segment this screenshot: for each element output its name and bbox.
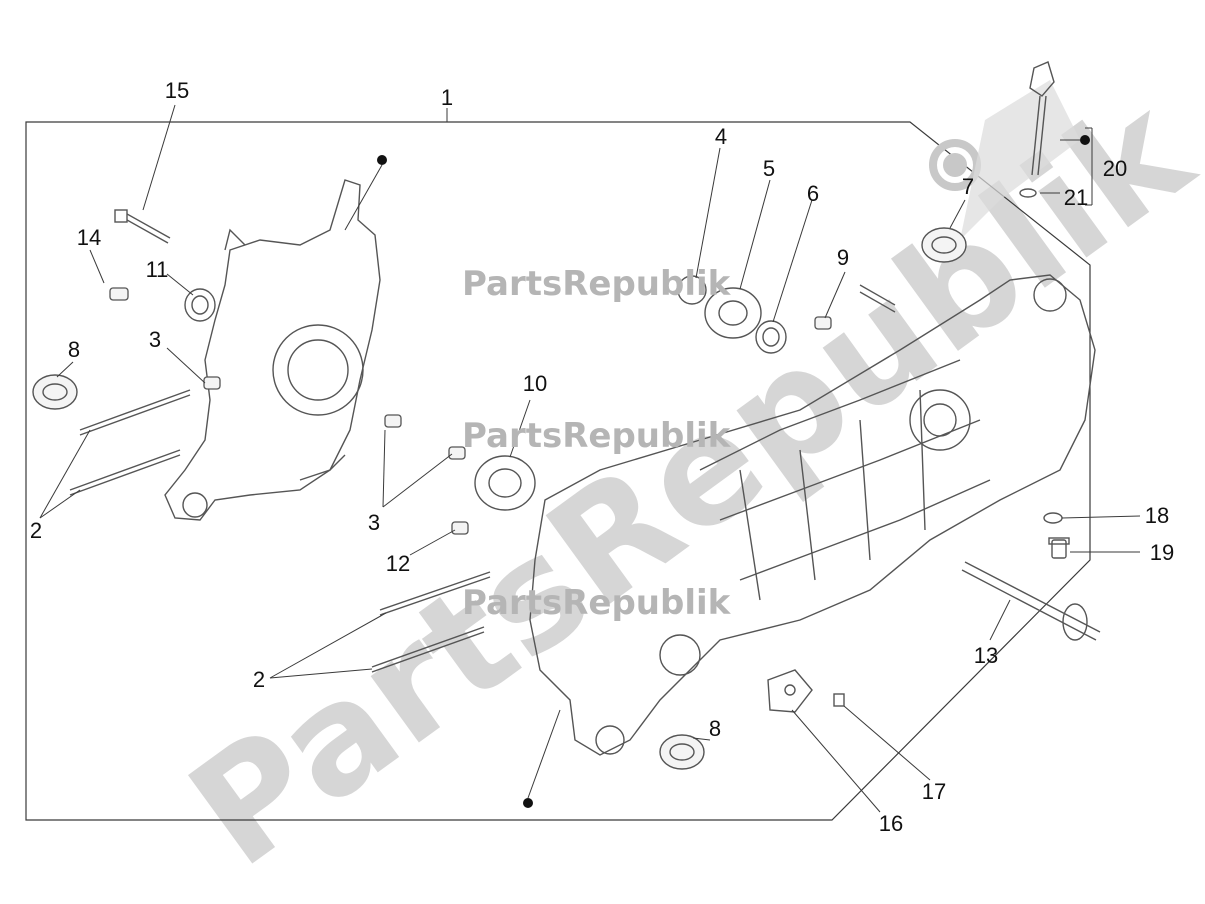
watermark-small-2: PartsRepublik (462, 416, 731, 456)
washer-and-plug (1043, 512, 1070, 559)
bracket-and-screw (767, 669, 845, 713)
callout-18: 18 (1144, 503, 1170, 528)
callout-7: 7 (961, 174, 975, 199)
right-crankcase-half (529, 274, 1096, 756)
callout-14: 14 (76, 225, 102, 250)
assembly-boundary (25, 121, 1091, 821)
callout-2-lower: 2 (252, 667, 266, 692)
dowel-pins (109, 284, 896, 535)
callout-15: 15 (164, 78, 190, 103)
callout-5: 5 (762, 156, 776, 181)
leader-lines (39, 104, 1141, 813)
callout-9: 9 (836, 245, 850, 270)
callout-13: 13 (973, 643, 999, 668)
callout-19: 19 (1149, 540, 1175, 565)
shaft-13 (961, 561, 1101, 641)
watermark-small-3: PartsRepublik (462, 583, 731, 623)
callout-8-left: 8 (67, 337, 81, 362)
callout-6: 6 (806, 181, 820, 206)
callout-12: 12 (385, 551, 411, 576)
silent-blocks (32, 227, 967, 770)
callout-8-right: 8 (708, 716, 722, 741)
marker-dots (377, 135, 1090, 808)
callout-21: 21 (1063, 185, 1089, 210)
dipstick-20 (1019, 61, 1055, 198)
callout-3-lower: 3 (367, 510, 381, 535)
callout-11: 11 (145, 257, 169, 282)
left-crankcase-half (164, 179, 381, 521)
watermark-small-1: PartsRepublik (462, 264, 731, 304)
screw-15 (114, 209, 171, 244)
callout-20: 20 (1102, 156, 1128, 181)
callout-1: 1 (440, 85, 454, 110)
bearings-and-seals (184, 275, 787, 511)
callout-2-left: 2 (29, 518, 43, 543)
watermark-flag-shape (960, 80, 1080, 240)
callout-16: 16 (878, 811, 904, 836)
callout-3-upper: 3 (148, 327, 162, 352)
callout-17: 17 (921, 779, 947, 804)
callout-4: 4 (714, 124, 728, 149)
stud-bolts (69, 389, 491, 673)
callout-10: 10 (522, 371, 548, 396)
